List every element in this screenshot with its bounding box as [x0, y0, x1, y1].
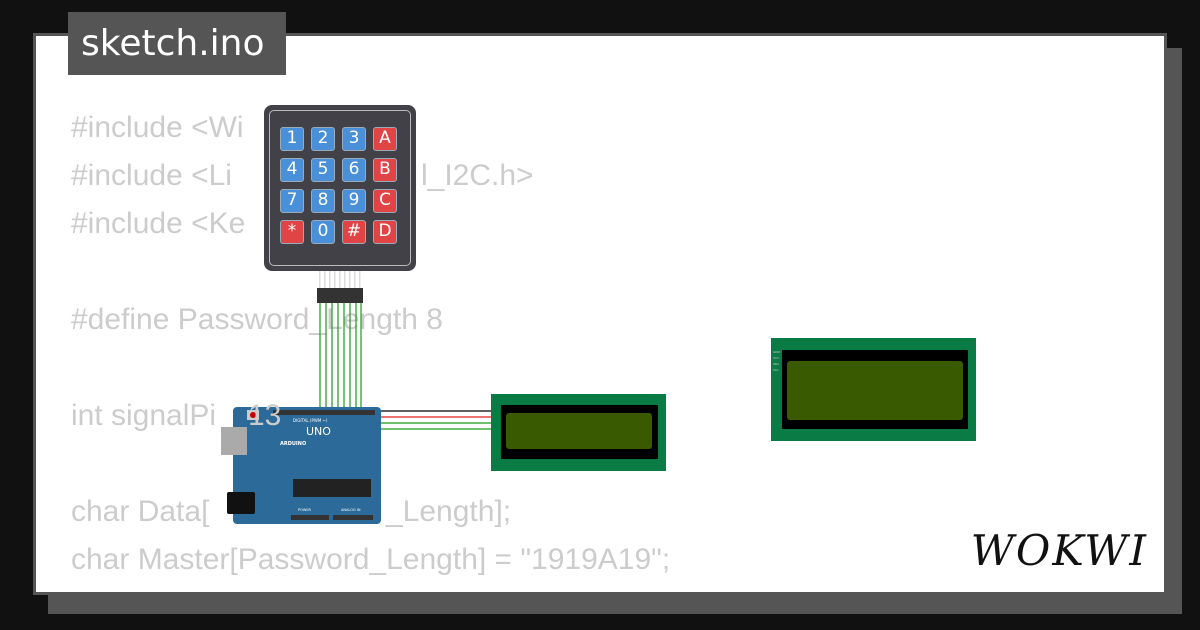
keypad-key[interactable]: 7	[280, 189, 304, 213]
code-line: char Data[	[71, 495, 210, 528]
atmega-chip	[293, 479, 371, 497]
keypad-key[interactable]: 8	[311, 189, 335, 213]
code-line: int signalPi	[71, 399, 217, 432]
code-line: char Master[Password_Length] = "1919A19"…	[71, 543, 671, 576]
keypad-key[interactable]: 0	[311, 220, 335, 244]
keypad-key[interactable]: #	[342, 220, 366, 244]
file-tab[interactable]: sketch.ino	[68, 12, 286, 75]
keypad-key[interactable]: 3	[342, 127, 366, 151]
usb-port	[221, 427, 247, 455]
digital-label: DIGITAL (PWM ~)	[293, 418, 328, 423]
keypad-key[interactable]: 4	[280, 158, 304, 182]
code-line: #define Password_Length 8	[71, 303, 443, 336]
keypad-key[interactable]: D	[373, 220, 397, 244]
code-line-fragment: _Length];	[386, 495, 512, 528]
arduino-uno[interactable]: DIGITAL (PWM ~) UNO ARDUINO POWER ANALOG…	[221, 407, 381, 524]
keypad-key[interactable]: 2	[311, 127, 335, 151]
keypad-key[interactable]: 6	[342, 158, 366, 182]
code-text: #include <Wi #include <Li l_I2C.h> #inclu…	[71, 104, 670, 576]
lcd-screen	[506, 413, 652, 449]
arduino-logo-text: ARDUINO	[280, 441, 307, 447]
keypad-key[interactable]: 5	[311, 158, 335, 182]
keypad-key[interactable]: *	[280, 220, 304, 244]
code-line: #include <Ke	[71, 207, 246, 240]
analog-header	[333, 515, 373, 520]
keypad-key[interactable]: A	[373, 127, 397, 151]
lcd-display-1[interactable]	[491, 394, 666, 471]
wires	[290, 301, 494, 516]
analog-label: ANALOG IN	[341, 508, 361, 512]
digital-header	[273, 410, 375, 415]
wokwi-logo: WOKWI	[970, 526, 1148, 575]
code-line: #include <Wi	[71, 111, 244, 144]
lcd-screen	[787, 361, 963, 420]
keypad-key[interactable]: 1	[280, 127, 304, 151]
power-jack	[227, 492, 255, 514]
keypad-connector	[317, 288, 363, 303]
preview-panel: #include <Wi #include <Li l_I2C.h> #inclu…	[33, 33, 1167, 595]
code-line: #include <Li	[71, 159, 232, 192]
power-header	[291, 515, 329, 520]
keypad-key[interactable]: B	[373, 158, 397, 182]
power-label: POWER	[298, 508, 311, 512]
code-line-fragment: l_I2C.h>	[421, 159, 534, 192]
code-line-fragment: 13	[248, 399, 282, 432]
keypad-key[interactable]: 9	[342, 189, 366, 213]
reset-button[interactable]	[247, 410, 259, 420]
uno-label: UNO	[306, 425, 331, 438]
keypad-key[interactable]: C	[373, 189, 397, 213]
